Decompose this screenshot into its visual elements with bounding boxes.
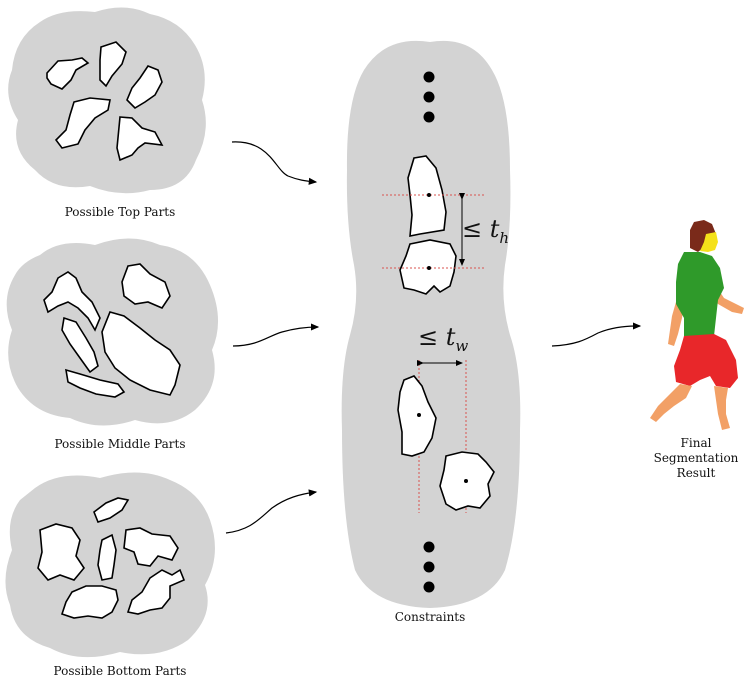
label-final-line-1: Final <box>680 436 712 450</box>
top-parts-group <box>8 7 206 194</box>
arrow-bottom-to-constraints <box>225 489 318 534</box>
segmentation-person <box>650 220 744 430</box>
label-final-line-2: Segmentation <box>653 451 739 465</box>
middle-part-5 <box>65 368 126 398</box>
label-possible-top-parts: Possible Top Parts <box>64 205 176 219</box>
math-width-threshold: ≤ tw <box>418 323 468 355</box>
ellipsis-dot-bottom-1 <box>423 541 435 553</box>
top-part-1 <box>46 57 90 90</box>
bottom-part-1 <box>93 497 130 523</box>
bottom-part-2 <box>37 523 85 581</box>
label-final-line-3: Result <box>676 466 716 480</box>
math-tw-sub: w <box>455 336 469 355</box>
math-leq-h: ≤ <box>462 215 483 243</box>
middle-part-3 <box>61 316 99 374</box>
ellipsis-dot-top-1 <box>423 71 435 83</box>
top-part-5 <box>116 116 164 162</box>
bottom-part-3 <box>97 533 117 581</box>
top-part-4 <box>54 97 111 149</box>
ellipsis-dot-bottom-2 <box>423 561 435 573</box>
bottom-parts-group <box>5 472 215 658</box>
label-possible-middle-parts: Possible Middle Parts <box>54 437 186 451</box>
label-possible-bottom-parts: Possible Bottom Parts <box>53 664 187 678</box>
top-part-3 <box>126 65 163 110</box>
person-right-leg <box>714 386 730 430</box>
arrow-constraints-to-result <box>551 322 642 347</box>
middle-part-1 <box>43 271 101 332</box>
math-th-var: t <box>489 215 500 243</box>
middle-part-2 <box>121 263 171 309</box>
math-tw-var: t <box>445 323 456 351</box>
top-part-2 <box>99 41 127 88</box>
person-shorts <box>674 334 738 388</box>
person-left-arm <box>668 302 684 346</box>
math-th-sub: h <box>499 228 510 247</box>
ellipsis-dot-top-3 <box>423 111 435 123</box>
constraint-top-part <box>407 155 447 237</box>
vertical-constraint-example <box>382 155 486 295</box>
bottom-part-4 <box>123 527 179 567</box>
middle-parts-group <box>6 238 219 426</box>
math-leq-w: ≤ <box>418 323 439 351</box>
arrow-middle-to-constraints <box>232 323 320 347</box>
person-shirt <box>676 252 724 338</box>
ellipsis-dot-bottom-3 <box>423 581 435 593</box>
bottom-part-6 <box>60 585 119 619</box>
ellipsis-dot-top-2 <box>423 91 435 103</box>
arrow-top-to-constraints <box>231 141 318 185</box>
person-left-leg <box>650 384 692 422</box>
person-hair <box>690 220 716 252</box>
bottom-part-5 <box>126 568 186 615</box>
middle-part-4 <box>101 311 181 396</box>
math-height-threshold: ≤ th <box>462 215 509 247</box>
person-face <box>700 232 718 252</box>
label-final-segmentation-result: Final Segmentation Result <box>640 436 752 481</box>
label-constraints: Constraints <box>394 610 466 624</box>
horizontal-constraint-example <box>397 360 495 513</box>
constraint-part-left <box>397 375 437 457</box>
